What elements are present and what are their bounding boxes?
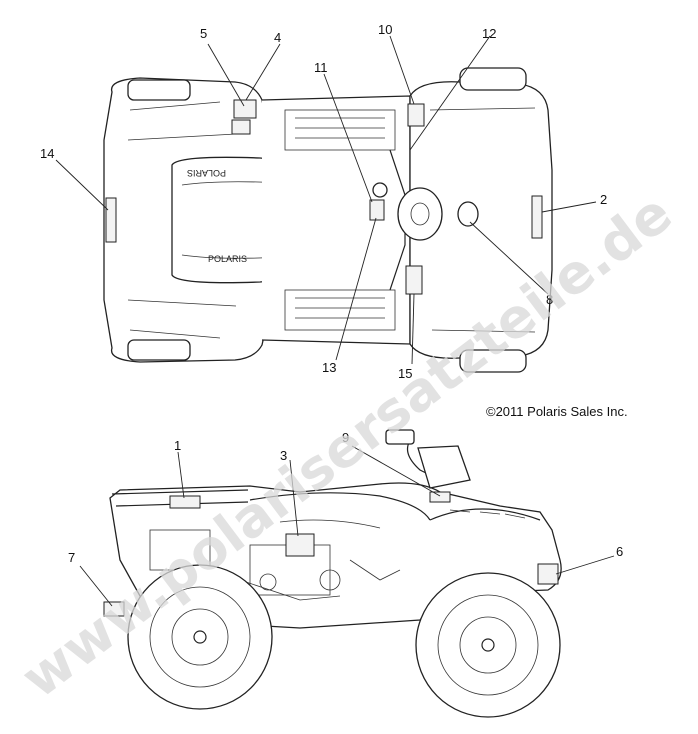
- callout-10: 10: [378, 22, 392, 37]
- decal-10: [407, 103, 425, 127]
- callout-2: 2: [600, 192, 607, 207]
- callout-12: 12: [482, 26, 496, 41]
- leader-lines: [55, 35, 615, 607]
- callout-4: 4: [274, 30, 281, 45]
- callout-15: 15: [398, 366, 412, 381]
- callout-6: 6: [616, 544, 623, 559]
- callout-13: 13: [322, 360, 336, 375]
- decal-14: [105, 197, 117, 243]
- callout-7: 7: [68, 550, 75, 565]
- callout-11: 11: [314, 60, 328, 75]
- front-wheel: [415, 572, 561, 718]
- decal-1: [169, 495, 201, 509]
- callout-14: 14: [40, 146, 54, 161]
- copyright-text: ©2011 Polaris Sales Inc.: [486, 404, 628, 419]
- callout-1: 1: [174, 438, 181, 453]
- decal-6: [537, 563, 559, 585]
- callout-5: 5: [200, 26, 207, 41]
- decal-5: [231, 119, 251, 135]
- callout-8: 8: [546, 292, 553, 307]
- decal-11: [369, 199, 385, 221]
- rear-wheel: [127, 564, 273, 710]
- seat-logo-top: POLARIS: [187, 168, 226, 178]
- callout-labels: 1 2 3 4 5 6 7 8 9 10 11 12 13 14 15: [40, 22, 623, 565]
- decal-3: [285, 533, 315, 557]
- callout-3: 3: [280, 448, 287, 463]
- side-view-atv: [103, 429, 562, 718]
- seat-logo-bottom: POLARIS: [208, 254, 247, 264]
- decal-2: [531, 195, 543, 239]
- decal-15: [405, 265, 423, 295]
- callout-9: 9: [342, 430, 349, 445]
- decal-9: [429, 491, 451, 503]
- top-view-atv: POLARIS POLARIS: [103, 67, 553, 373]
- decal-4: [233, 99, 257, 119]
- decal-7: [103, 601, 125, 617]
